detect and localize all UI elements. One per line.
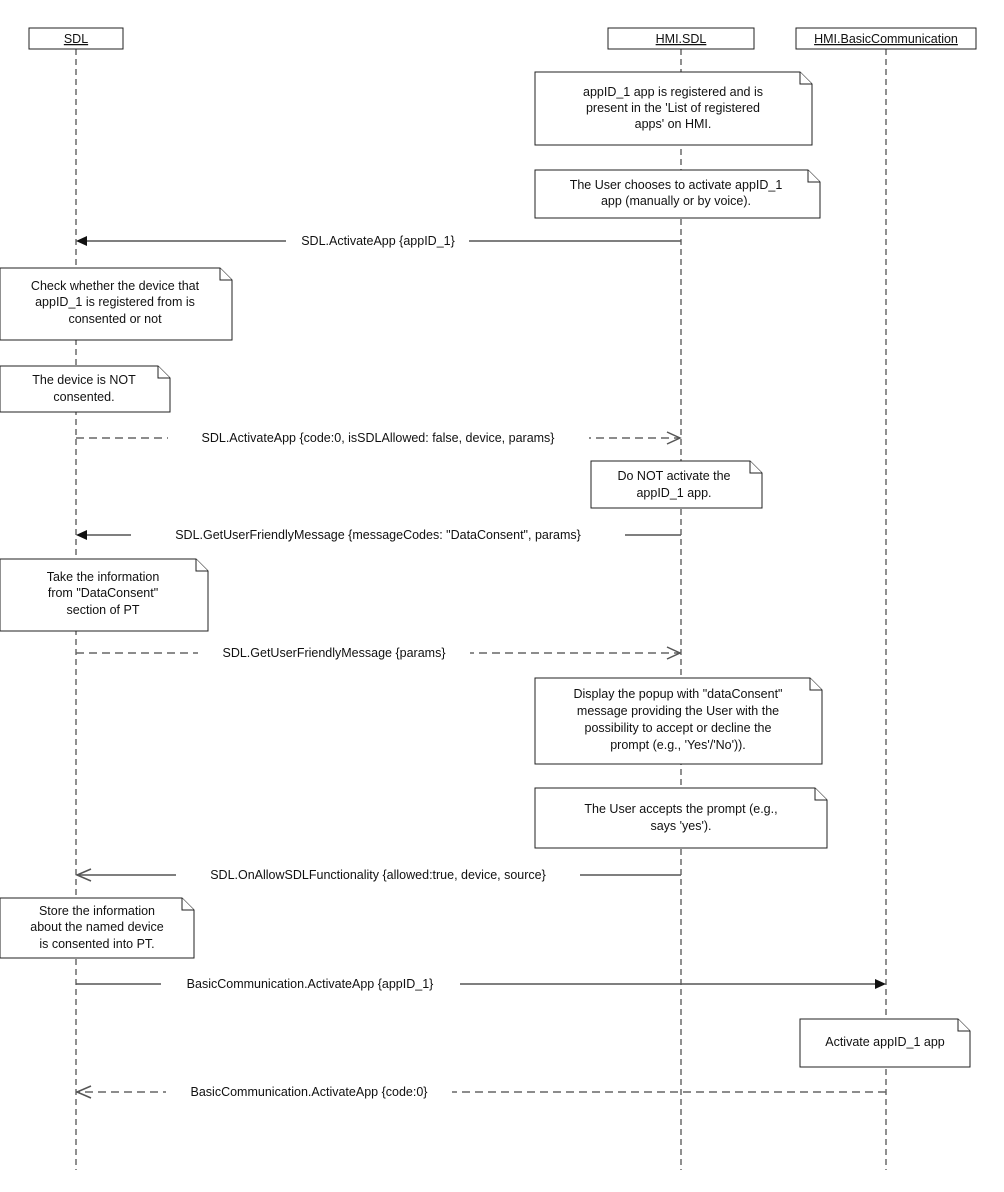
filled-arrowhead-icon [875, 979, 886, 989]
message-basic-communication-activate-app-response-label: BasicCommunication.ActivateApp {code:0} [191, 1085, 428, 1099]
note-user-chooses-activate-line-1: The User chooses to activate appID_1 [570, 178, 783, 192]
message-get-user-friendly-message-request: SDL.GetUserFriendlyMessage {messageCodes… [76, 526, 681, 543]
note-activate-app: Activate appID_1 app [799, 1018, 971, 1068]
participant-hmi-sdl-label: HMI.SDL [656, 32, 707, 46]
message-get-user-friendly-message-response: SDL.GetUserFriendlyMessage {params} [76, 644, 682, 661]
participant-sdl: SDL [28, 27, 124, 50]
note-display-popup-line-1: Display the popup with "dataConsent" [573, 687, 782, 701]
note-app-registered-line-1: appID_1 app is registered and is [583, 85, 763, 99]
note-store-information-line-3: is consented into PT. [39, 937, 154, 951]
note-do-not-activate-line-1: Do NOT activate the [617, 469, 730, 483]
message-activate-app-request-label: SDL.ActivateApp {appID_1} [301, 234, 455, 248]
note-check-device-consent: Check whether the device that appID_1 is… [0, 267, 233, 341]
note-display-popup-line-4: prompt (e.g., 'Yes'/'No')). [610, 738, 746, 752]
participant-hmi-sdl: HMI.SDL [607, 27, 755, 50]
message-basic-communication-activate-app-request-label: BasicCommunication.ActivateApp {appID_1} [187, 977, 434, 991]
message-on-allow-sdl-functionality-label: SDL.OnAllowSDLFunctionality {allowed:tru… [210, 868, 546, 882]
message-activate-app-response-label: SDL.ActivateApp {code:0, isSDLAllowed: f… [202, 431, 555, 445]
filled-arrowhead-icon [76, 530, 87, 540]
note-store-information: Store the information about the named de… [0, 897, 195, 959]
participant-hmi-basic-communication: HMI.BasicCommunication [795, 27, 977, 50]
note-device-not-consented-line-1: The device is NOT [32, 373, 136, 387]
note-do-not-activate: Do NOT activate the appID_1 app. [590, 460, 763, 509]
open-arrowhead-icon [666, 431, 682, 445]
note-display-popup-line-2: message providing the User with the [577, 704, 779, 718]
note-app-registered-line-2: present in the 'List of registered [586, 101, 760, 115]
note-app-registered-line-3: apps' on HMI. [635, 117, 712, 131]
message-activate-app-response: SDL.ActivateApp {code:0, isSDLAllowed: f… [76, 429, 682, 446]
note-take-information-line-1: Take the information [47, 570, 160, 584]
message-basic-communication-activate-app-request: BasicCommunication.ActivateApp {appID_1} [76, 975, 886, 992]
message-on-allow-sdl-functionality: SDL.OnAllowSDLFunctionality {allowed:tru… [75, 866, 681, 883]
note-check-device-consent-line-3: consented or not [68, 312, 162, 326]
note-user-chooses-activate-line-2: app (manually or by voice). [601, 194, 751, 208]
note-user-accepts-line-2: says 'yes'). [650, 819, 711, 833]
participant-hmi-basic-communication-label: HMI.BasicCommunication [814, 32, 958, 46]
note-app-registered: appID_1 app is registered and is present… [534, 71, 813, 146]
note-take-information: Take the information from "DataConsent" … [0, 558, 209, 632]
note-store-information-line-2: about the named device [30, 920, 163, 934]
filled-arrowhead-icon [76, 236, 87, 246]
note-take-information-line-3: section of PT [67, 603, 140, 617]
open-arrowhead-icon [75, 868, 92, 882]
note-activate-app-line-1: Activate appID_1 app [825, 1035, 945, 1049]
note-check-device-consent-line-1: Check whether the device that [31, 279, 200, 293]
note-check-device-consent-line-2: appID_1 is registered from is [35, 295, 195, 309]
participant-sdl-label: SDL [64, 32, 88, 46]
note-store-information-line-1: Store the information [39, 904, 155, 918]
note-take-information-line-2: from "DataConsent" [48, 586, 158, 600]
message-activate-app-request: SDL.ActivateApp {appID_1} [76, 232, 681, 249]
message-basic-communication-activate-app-response: BasicCommunication.ActivateApp {code:0} [75, 1083, 886, 1100]
note-do-not-activate-line-2: appID_1 app. [636, 486, 711, 500]
note-device-not-consented-line-2: consented. [53, 390, 114, 404]
note-display-popup-line-3: possibility to accept or decline the [585, 721, 772, 735]
open-arrowhead-icon [75, 1085, 92, 1099]
note-display-popup: Display the popup with "dataConsent" mes… [534, 677, 823, 765]
note-user-accepts: The User accepts the prompt (e.g., says … [534, 787, 828, 849]
note-user-accepts-line-1: The User accepts the prompt (e.g., [584, 802, 777, 816]
message-get-user-friendly-message-request-label: SDL.GetUserFriendlyMessage {messageCodes… [175, 528, 581, 542]
open-arrowhead-icon [666, 646, 682, 660]
message-get-user-friendly-message-response-label: SDL.GetUserFriendlyMessage {params} [222, 646, 445, 660]
note-user-chooses-activate: The User chooses to activate appID_1 app… [534, 169, 821, 219]
note-device-not-consented: The device is NOT consented. [0, 365, 171, 413]
